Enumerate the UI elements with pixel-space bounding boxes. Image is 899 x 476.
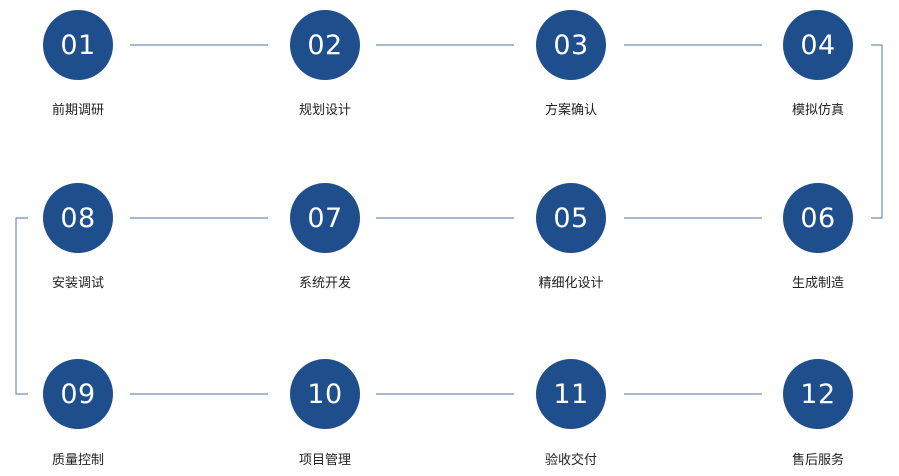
step-07-label: 系统开发 [298, 276, 351, 291]
step-09-circle: 09 [43, 359, 113, 429]
connector-04-06-bracket [871, 44, 883, 219]
step-01-circle: 01 [43, 10, 113, 80]
connector-08-09-bracket [15, 217, 28, 395]
step-03-label: 方案确认 [544, 103, 597, 118]
step-04-label: 模拟仿真 [791, 103, 844, 118]
step-07-circle: 07 [290, 183, 360, 253]
step-06-label: 生成制造 [791, 276, 844, 291]
step-09-label: 质量控制 [51, 453, 104, 468]
step-02-circle: 02 [290, 10, 360, 80]
step-03-circle: 03 [536, 10, 606, 80]
step-12-label: 售后服务 [791, 453, 844, 468]
step-08-label: 安装调试 [51, 276, 104, 291]
step-11-label: 验收交付 [544, 453, 597, 468]
step-12-circle: 12 [783, 359, 853, 429]
step-10-label: 项目管理 [298, 453, 351, 468]
step-04-circle: 04 [783, 10, 853, 80]
step-01-label: 前期调研 [51, 103, 104, 118]
step-06-circle: 06 [783, 183, 853, 253]
step-08-circle: 08 [43, 183, 113, 253]
step-10-circle: 10 [290, 359, 360, 429]
step-05-circle: 05 [536, 183, 606, 253]
step-05-label: 精细化设计 [538, 276, 604, 291]
step-11-circle: 11 [536, 359, 606, 429]
step-02-label: 规划设计 [298, 103, 351, 118]
